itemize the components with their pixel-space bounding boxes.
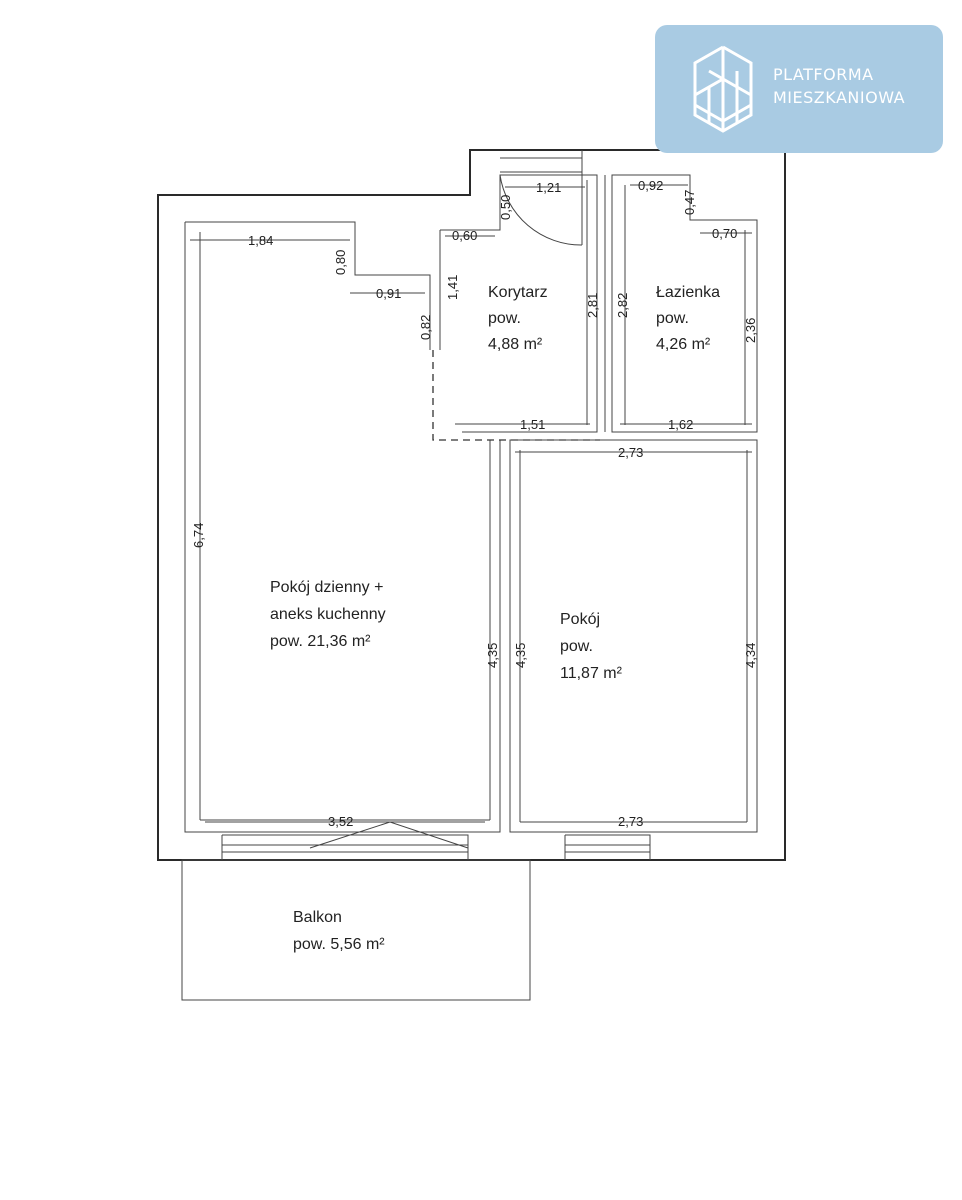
lazienka-name: Łazienka <box>656 284 720 301</box>
bedroom-area: 11,87 m² <box>560 665 623 682</box>
dim-label: 6,74 <box>191 523 206 548</box>
dim-label: 4,35 <box>485 643 500 668</box>
entrance-door <box>499 150 583 246</box>
korytarz-pow: pow. <box>488 310 521 327</box>
dim-label: 2,73 <box>618 445 643 460</box>
bedroom-window <box>564 834 651 860</box>
platforma-mieszkaniowa-logo: PLATFORMA MIESZKANIOWA <box>655 25 943 153</box>
logo-line1: PLATFORMA <box>773 65 874 84</box>
living-room-name: Pokój dzienny + <box>270 579 383 596</box>
dim-label: 0,60 <box>452 228 477 243</box>
bedroom-name: Pokój <box>560 611 600 628</box>
dim-label: 1,62 <box>668 417 693 432</box>
dim-label: 1,84 <box>248 233 273 248</box>
dim-label: 4,35 <box>513 643 528 668</box>
living-room-outline <box>184 221 501 833</box>
dim-label: 2,73 <box>618 814 643 829</box>
living-room-name2: aneks kuchenny <box>270 606 386 623</box>
dim-label: 0,47 <box>682 190 697 215</box>
balcony-name: Balkon <box>293 909 342 926</box>
dim-label: 1,51 <box>520 417 545 432</box>
balcony-area: pow. 5,56 m² <box>293 936 385 953</box>
living-room-window <box>221 821 469 860</box>
dim-label: 1,21 <box>536 180 561 195</box>
corridor-outline <box>439 174 598 433</box>
dim-label: 2,36 <box>743 318 758 343</box>
dim-label: 4,34 <box>743 643 758 668</box>
kitchen-partition <box>432 350 600 441</box>
bedroom-pow: pow. <box>560 638 593 655</box>
outer-wall <box>157 149 786 861</box>
lazienka-area: 4,26 m² <box>656 336 711 353</box>
living-room-area: pow. 21,36 m² <box>270 633 371 650</box>
dim-label: 0,50 <box>498 195 513 220</box>
dim-label: 0,80 <box>333 250 348 275</box>
dim-label: 0,70 <box>712 226 737 241</box>
korytarz-name: Korytarz <box>488 284 548 301</box>
dim-label: 0,82 <box>418 315 433 340</box>
dim-label: 0,92 <box>638 178 663 193</box>
cube-logo-icon <box>693 45 753 133</box>
balcony-outline <box>181 859 531 1001</box>
dim-label: 0,91 <box>376 286 401 301</box>
dim-label: 1,41 <box>445 275 460 300</box>
logo-line2: MIESZKANIOWA <box>773 88 906 107</box>
dim-label: 3,52 <box>328 814 353 829</box>
bedroom-outline <box>509 439 758 833</box>
korytarz-area: 4,88 m² <box>488 336 543 353</box>
dim-label: 2,81 <box>585 293 600 318</box>
bathroom-outline <box>611 174 758 433</box>
dim-label: 2,82 <box>615 293 630 318</box>
lazienka-pow: pow. <box>656 310 689 327</box>
